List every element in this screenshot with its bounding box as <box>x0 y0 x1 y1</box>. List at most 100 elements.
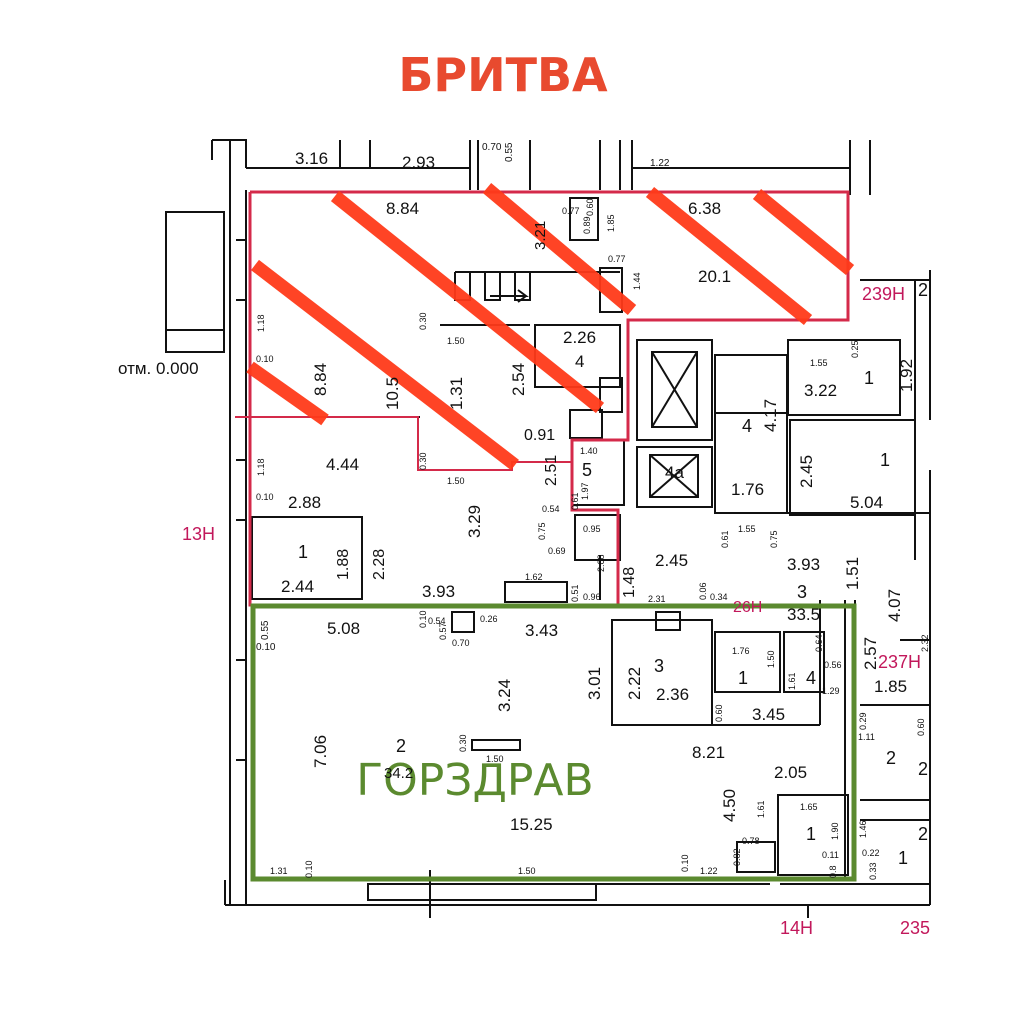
dimension-label: 33.5 <box>787 605 820 624</box>
dimension-label: 4.44 <box>326 455 359 474</box>
dimension-label: 2.22 <box>625 667 644 700</box>
dimension-label: 1.76 <box>731 480 764 499</box>
dimension-label: 1 <box>298 542 308 562</box>
dimension-label: 0.75 <box>537 522 547 540</box>
dimension-label: 2 <box>886 748 896 768</box>
dimension-label: 0.30 <box>458 734 468 752</box>
dimension-label: 1.88 <box>335 549 352 580</box>
dimension-label: 2.88 <box>288 493 321 512</box>
dimension-label: 0.11 <box>822 850 839 860</box>
dimension-label: 3.01 <box>585 667 604 700</box>
dimension-label: 1.22 <box>650 158 670 169</box>
dimension-label: 0.10 <box>256 492 274 502</box>
dimension-label: 15.25 <box>510 815 553 834</box>
dimension-label: 0.54 <box>428 616 446 626</box>
dimension-label: 0.89 <box>582 216 592 234</box>
dimension-label: 2.54 <box>509 363 528 396</box>
dimension-label: 4.50 <box>720 789 739 822</box>
dimension-label: 0.70 <box>452 638 470 648</box>
dimension-label: 0.10 <box>418 610 428 628</box>
unit-label-14n: 14Н <box>780 918 813 938</box>
dimension-label: 1.55 <box>810 358 828 368</box>
dimension-label: 1 <box>738 668 748 688</box>
dimension-label: 1.44 <box>632 272 642 290</box>
dimension-label: 2.26 <box>563 328 596 347</box>
dimension-label: 1 <box>898 848 908 868</box>
dimension-label: 2.36 <box>656 685 689 704</box>
dimension-label: 2 <box>918 759 928 779</box>
dimension-label: 0.95 <box>583 524 601 534</box>
dimension-label: 4.17 <box>761 399 780 432</box>
dimension-label: 2.44 <box>281 577 314 596</box>
dimension-label: 0.60 <box>585 198 595 216</box>
dimension-label: 1 <box>880 450 890 470</box>
dimension-label: 1.61 <box>787 672 797 690</box>
dimension-label: 0.69 <box>548 546 566 556</box>
dimension-label: 2.93 <box>402 153 435 172</box>
unit-label-26n: 26Н <box>733 599 762 616</box>
dimension-label: 0.55 <box>260 620 271 640</box>
dimension-label: 0.61 <box>720 530 730 548</box>
dimension-label: 4а <box>665 463 684 482</box>
dimension-label: 1.31 <box>447 377 466 410</box>
unit-label-235: 235 <box>900 918 930 938</box>
dimension-label: 0.30 <box>418 452 428 470</box>
dimension-label: 0.51 <box>570 584 580 602</box>
dimension-label: 1.85 <box>606 214 616 232</box>
dimension-label: 0.55 <box>504 142 515 162</box>
dimension-labels: 3.16 2.93 0.70 0.55 1.22 8.84 6.38 20.1 … <box>256 142 930 880</box>
top-title: БРИТВА <box>398 48 608 102</box>
dimension-label: 2.05 <box>774 763 807 782</box>
dimension-label: 0.10 <box>680 854 690 872</box>
dimension-label: 3.93 <box>787 555 820 574</box>
dimension-label: 8.21 <box>692 743 725 762</box>
dimension-label: 2.51 <box>543 455 560 486</box>
hatch-strikes <box>246 183 855 471</box>
dimension-label: 1.48 <box>621 567 638 598</box>
dimension-label: 3.93 <box>422 582 455 601</box>
dimension-label: 2.57 <box>861 637 880 670</box>
dimension-label: 4 <box>742 416 752 436</box>
dimension-label: 0.26 <box>480 614 498 624</box>
dimension-label: 20.1 <box>698 267 731 286</box>
dimension-label: 1.18 <box>256 314 266 332</box>
dimension-label: 2.28 <box>371 549 388 580</box>
dimension-label: 1 <box>864 368 874 388</box>
dimension-label: 2.31 <box>648 594 666 604</box>
unit-label-237n: 237Н <box>878 652 921 672</box>
dimension-label: 3 <box>797 582 807 602</box>
dimension-label: 1.55 <box>738 524 756 534</box>
dimension-label: 1.50 <box>447 476 465 486</box>
dimension-label: 5.04 <box>850 493 883 512</box>
dimension-label: 8.84 <box>311 363 330 396</box>
dimension-label: 1.62 <box>525 572 543 582</box>
elevation-label: отм. 0.000 <box>118 359 199 378</box>
dimension-label: 1.22 <box>700 866 718 876</box>
dimension-label: 10.5 <box>383 377 402 410</box>
dimension-label: 1.46 <box>858 820 868 838</box>
dimension-label: 3.24 <box>495 679 514 712</box>
dimension-label: 3.22 <box>804 381 837 400</box>
dimension-label: 4 <box>806 668 816 688</box>
dimension-label: 1.18 <box>256 458 266 476</box>
dimension-label: 2.08 <box>596 554 606 572</box>
dimension-label: 1 <box>806 824 816 844</box>
dimension-label: 0.57 <box>438 622 448 640</box>
dimension-label: 1.90 <box>830 822 840 840</box>
dimension-label: 1.31 <box>270 866 288 876</box>
dimension-label: 0.91 <box>524 427 555 444</box>
dimension-label: 1.51 <box>843 557 862 590</box>
dimension-label: 5 <box>582 460 592 480</box>
dimension-label: 3.29 <box>465 505 484 538</box>
zone-title: ГОРЗДРАВ <box>356 755 593 806</box>
dimension-label: 1.29 <box>822 686 840 696</box>
dimension-label: 2.45 <box>655 551 688 570</box>
dimension-label: 3.43 <box>525 621 558 640</box>
dimension-label: 0.60 <box>916 718 926 736</box>
dimension-label: 0.8 <box>828 865 838 878</box>
dimension-label: 0.22 <box>862 848 880 858</box>
dimension-label: 1.65 <box>800 802 818 812</box>
dimension-label: 2 <box>918 280 928 300</box>
dimension-label: 2.32 <box>920 634 930 652</box>
